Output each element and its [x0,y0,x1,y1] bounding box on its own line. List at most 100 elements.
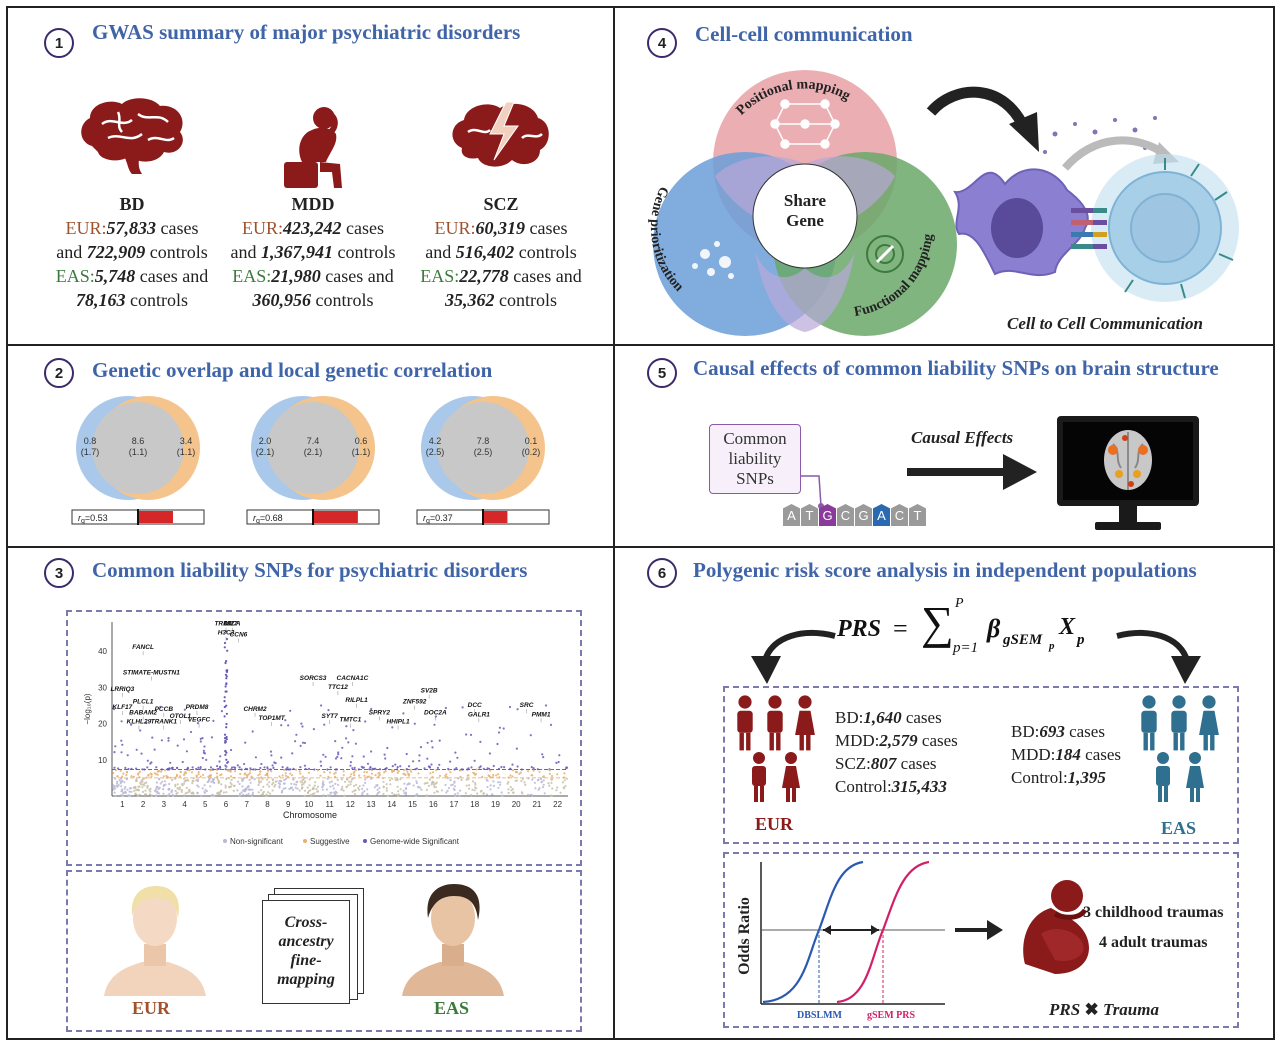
count-key: BD: [835,708,864,727]
cell-interaction-illustration [953,116,1239,302]
snp-point [196,791,199,794]
snp-point [295,733,298,736]
snp-point [196,778,199,781]
snp-point [364,778,367,781]
venn-overlap [437,402,529,494]
snp-point [209,785,212,788]
snp-point [135,767,138,770]
snp-point [204,788,207,791]
snp-point [232,789,235,792]
snp-point [127,767,130,771]
legend-label: Genome-wide Significant [370,837,460,846]
snp-point [192,791,195,794]
snp-point [407,765,411,768]
dbslmm-curve [762,860,864,1004]
venn-sd: (1.1) [352,447,371,457]
snp-point [259,770,262,773]
snp-point [375,793,378,796]
snp-point [202,749,205,752]
snp-point [334,771,337,774]
snp-point [205,758,208,761]
snp-point [166,794,170,797]
chromosome-tick: 2 [141,800,146,809]
snp-point [286,766,289,769]
snp-point [399,778,402,781]
snp-point [418,754,421,757]
snp-point [155,794,158,797]
snp-point [534,787,537,790]
snp-point [390,769,394,772]
snp-point [183,708,186,711]
snp-point [244,767,247,770]
prs-population-frame [723,686,1239,844]
trauma-arrow-icon [955,920,1003,940]
venn-sd: (1.7) [81,447,100,457]
snp-point [113,791,116,794]
interaction-trauma: Trauma [1102,1000,1159,1019]
snp-point [281,774,284,777]
snp-point [210,736,213,739]
snp-point [374,774,377,777]
snp-point [216,765,219,768]
snp-point [410,770,413,773]
snp-point [290,782,293,785]
disease-name: BD [119,194,145,214]
chromosome-tick: 19 [491,800,500,809]
snp-point [369,766,372,769]
snp-point [353,766,356,769]
legend-marker [363,839,367,843]
snp-point [176,766,179,770]
snp-point [112,788,115,791]
snp-point [391,726,394,729]
snp-point [112,786,116,789]
snp-point [225,751,228,754]
snp-point [233,776,236,779]
snp-point [117,767,120,770]
snp-point [436,790,439,793]
snp-point [485,793,488,796]
snp-point [188,790,191,793]
snp-point [360,765,363,768]
snp-point [396,771,399,774]
snp-point [340,778,343,781]
snp-point [320,764,323,767]
snp-point [120,785,123,788]
snp-point [396,768,399,771]
snp-point [191,779,194,782]
snp-point [116,775,119,778]
venn-value: 4.2 [429,436,442,446]
snp-point [341,746,344,749]
trauma-childhood: 3 childhood traumas [1083,904,1224,921]
snp-point [324,755,327,758]
snp-point [303,741,306,745]
snp-point [357,786,360,790]
snp-point [384,757,387,760]
snp-point [116,780,119,783]
snp-point [328,794,331,797]
snp-point [514,771,518,774]
snp-point [548,772,551,775]
snp-point [209,766,213,769]
venn-overlap [267,402,359,494]
snp-point [114,794,117,798]
snp-point [349,764,352,767]
and-word: and [56,242,87,262]
snp-point [184,779,187,782]
snp-point [184,792,187,795]
snp-point [135,748,138,751]
snp-point [199,775,202,778]
gene-label: SORCS3 [300,675,327,682]
snp-point [507,781,510,784]
snp-point [385,783,388,786]
snp-point [555,789,558,792]
snp-point [219,766,222,769]
snp-point [440,789,444,792]
snp-point [168,782,171,786]
snp-point [449,771,452,774]
snp-point [396,785,399,788]
snp-point [213,794,216,797]
snp-point [217,793,220,796]
chromosome-tick: 16 [429,800,438,809]
snp-point [559,791,562,794]
snp-point [257,791,260,794]
